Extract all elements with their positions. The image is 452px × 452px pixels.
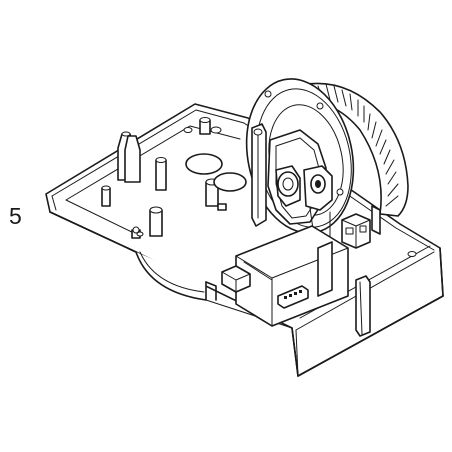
cooling-fins: [317, 83, 399, 207]
terminal-screws: [284, 290, 302, 299]
motor-assembly: [245, 78, 409, 249]
front-clip: [136, 231, 417, 337]
floor-holes: [183, 117, 247, 192]
step-number: 5: [9, 203, 22, 229]
mounting-posts: [101, 131, 227, 239]
board-compartment: [221, 225, 349, 327]
